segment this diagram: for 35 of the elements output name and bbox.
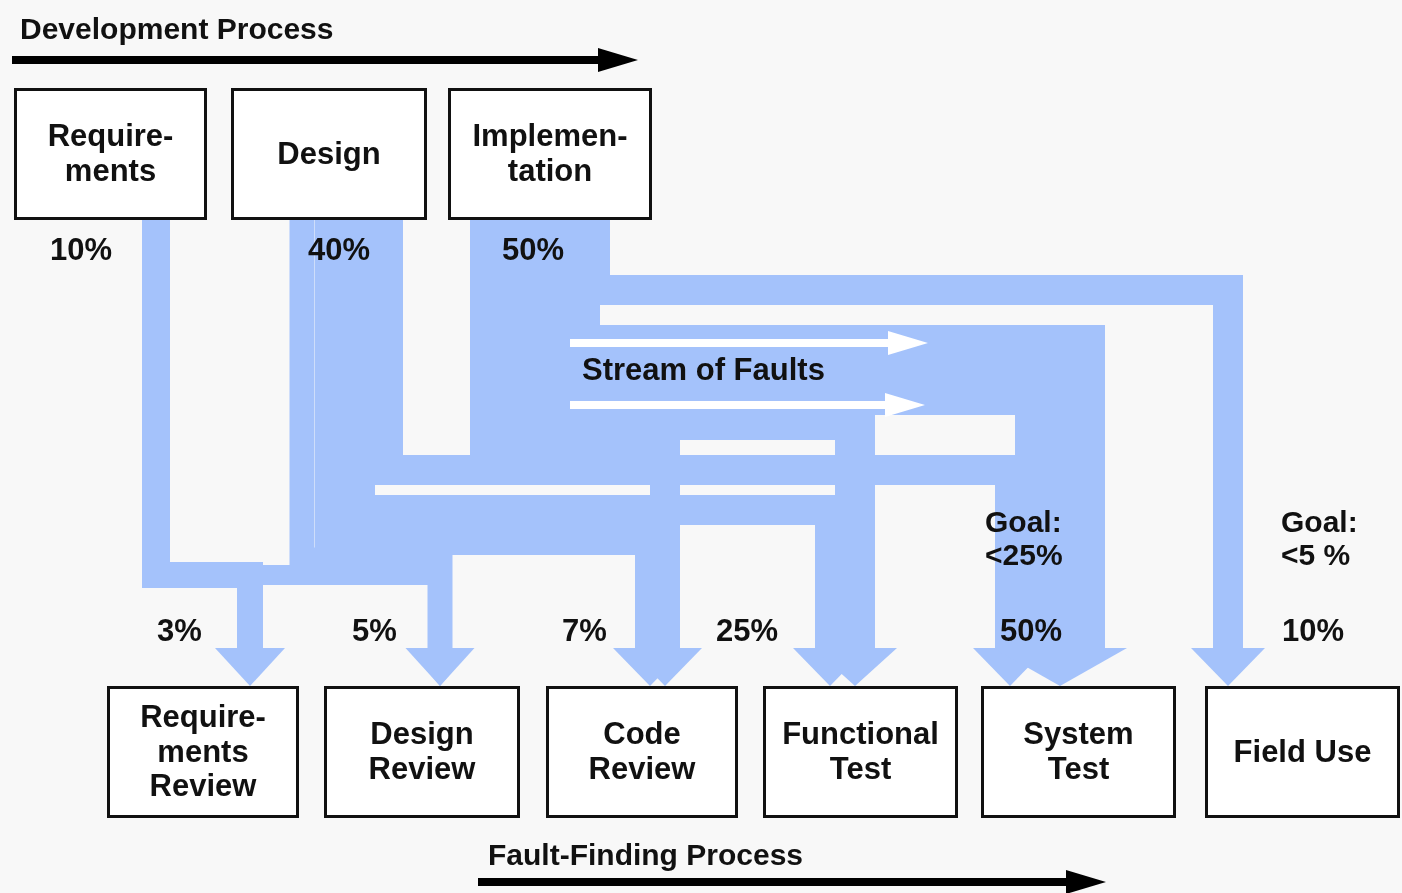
box-label: Functional Test <box>781 717 940 787</box>
percentage-label: 50% <box>1000 614 1063 649</box>
process-box <box>448 88 652 220</box>
percentage-label: 10% <box>50 233 113 268</box>
box-label: Field Use <box>1233 734 1372 770</box>
percentage-label: 7% <box>562 614 607 649</box>
percentage-label: 40% <box>308 233 371 268</box>
percentage-label: 10% <box>1282 614 1345 649</box>
process-box <box>981 686 1176 818</box>
box-label: Design <box>277 136 381 172</box>
box-label: Implemen- tation <box>471 119 629 189</box>
percentage-label: 3% <box>157 614 202 649</box>
box-label: Code Review <box>587 717 697 787</box>
fault-flow-arrow <box>470 220 702 686</box>
box-label: System Test <box>1022 717 1135 787</box>
process-box <box>107 686 299 818</box>
process-box <box>14 88 207 220</box>
process-box <box>231 88 427 220</box>
process-heading: Development Process <box>20 12 334 45</box>
annotation-label: Stream of Faults <box>582 353 825 388</box>
process-box <box>546 686 738 818</box>
percentage-label: 25% <box>716 614 779 649</box>
box-label: Design Review <box>367 717 477 787</box>
process-heading: Fault-Finding Process <box>488 838 804 871</box>
process-box <box>763 686 958 818</box>
process-box <box>1205 686 1400 818</box>
annotation-label: Goal: <25% <box>985 505 1064 571</box>
annotation-label: Goal: <5 % <box>1281 505 1359 571</box>
percentage-label: 5% <box>352 614 397 649</box>
box-label: Require- ments Review <box>139 699 267 805</box>
fault-flow-arrow <box>142 220 285 686</box>
process-box <box>324 686 520 818</box>
fault-flow-arrow <box>289 220 475 686</box>
box-label: Require- ments <box>46 119 175 189</box>
percentage-label: 50% <box>502 233 565 268</box>
